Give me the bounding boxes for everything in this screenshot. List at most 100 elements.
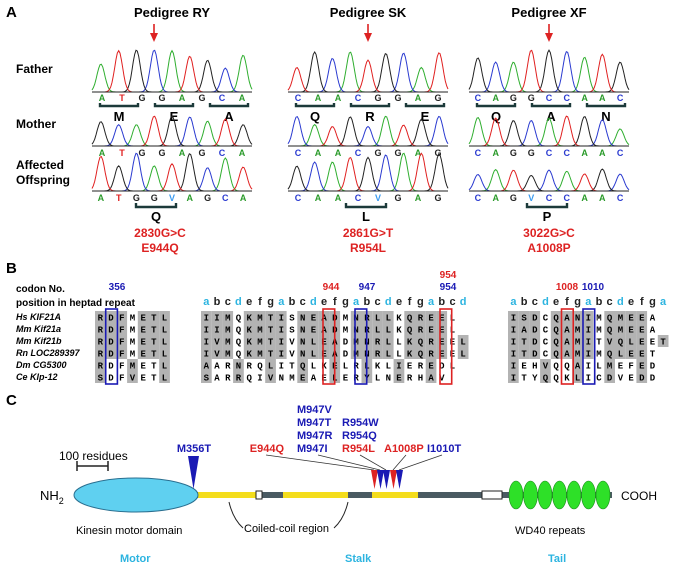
base-call: A xyxy=(99,148,106,158)
alignment-shade xyxy=(540,371,551,383)
pedigree-title: Pedigree SK xyxy=(330,5,407,20)
alignment-shade xyxy=(265,371,276,383)
residue: E xyxy=(618,362,624,372)
residue: V xyxy=(130,374,136,384)
residue: L xyxy=(618,350,623,360)
residue: Q xyxy=(236,326,242,336)
leader-line xyxy=(392,454,407,471)
residue: E xyxy=(439,350,445,360)
residue: N xyxy=(386,374,391,384)
alignment-shade xyxy=(222,335,234,347)
mutation-m947i: M947I xyxy=(297,443,328,455)
codon-bracket xyxy=(475,103,517,108)
base-call: A xyxy=(239,93,246,103)
residue: M xyxy=(130,314,135,324)
alignment-shade xyxy=(636,371,648,383)
residue: E xyxy=(140,326,146,336)
species-label: Hs KIF21A xyxy=(16,312,61,322)
alignment-shade xyxy=(657,335,669,347)
residue: A xyxy=(650,314,656,324)
pedigree-title: Pedigree XF xyxy=(511,5,586,20)
mutation-leader-lines xyxy=(265,454,443,471)
leader-line xyxy=(359,454,387,471)
wd40-repeat xyxy=(552,480,567,510)
base-call: A xyxy=(240,193,247,203)
residue: E xyxy=(439,326,445,336)
residue: D xyxy=(343,338,349,348)
base-call: G xyxy=(434,93,441,103)
amino-acid: L xyxy=(362,209,370,224)
alignment-shade xyxy=(116,311,128,323)
arrowhead-r954 xyxy=(383,470,390,489)
codon-bracket xyxy=(525,203,569,209)
alignment-shade xyxy=(529,323,541,335)
residue: R xyxy=(98,338,104,348)
residue: T xyxy=(268,350,274,360)
codon-bracket xyxy=(585,103,627,108)
alignment-shade xyxy=(604,335,615,347)
species-label: Rn LOC289397 xyxy=(16,348,81,358)
alignment-shade xyxy=(127,359,138,371)
residue: S xyxy=(289,326,295,336)
base-call: C xyxy=(564,193,571,203)
wd40-repeat xyxy=(566,480,582,510)
residue: D xyxy=(108,362,114,372)
heptad-letter: b xyxy=(214,296,221,308)
residue: E xyxy=(650,338,656,348)
alignment-shade xyxy=(159,347,170,359)
alignment-shade xyxy=(425,311,437,323)
alignment-shade xyxy=(265,359,276,371)
base-call: A xyxy=(599,93,606,103)
alignment-shade xyxy=(222,311,234,323)
base-call: V xyxy=(528,193,534,203)
residue: F xyxy=(119,374,124,384)
amino-acid: E xyxy=(170,109,179,124)
base-call: G xyxy=(374,93,381,103)
residue: N xyxy=(300,314,305,324)
base-call: C xyxy=(295,93,302,103)
coiled-coil-segment xyxy=(283,492,348,498)
alignment-shade xyxy=(572,311,583,323)
residue: Q xyxy=(236,350,242,360)
residue: E xyxy=(450,350,456,360)
residue: Q xyxy=(300,362,306,372)
alignment-shade xyxy=(415,335,426,347)
residue: A xyxy=(564,326,570,336)
heptad-letter: g xyxy=(342,296,349,308)
alignment-shade xyxy=(508,347,519,359)
alignment-shade xyxy=(550,347,562,359)
alignment-shade xyxy=(404,335,415,347)
base-call: A xyxy=(335,193,342,203)
nh2-subscript: 2 xyxy=(59,496,64,506)
chromatogram-trace xyxy=(92,49,252,93)
base-call: C xyxy=(355,193,362,203)
residue: E xyxy=(396,374,402,384)
father-label: Father xyxy=(16,62,53,76)
mutation-m947r: M947R xyxy=(297,430,333,442)
base-call: G xyxy=(394,193,401,203)
protein-schematic: NH2 COOH xyxy=(40,477,657,513)
residue: A xyxy=(564,314,570,324)
heptad-position-label: position in heptad repeat xyxy=(16,298,136,309)
residue: A xyxy=(214,362,220,372)
residue: T xyxy=(151,314,157,324)
alignment-shade xyxy=(540,359,551,371)
residue: N xyxy=(300,350,305,360)
alignment-shade xyxy=(508,311,519,323)
residue: E xyxy=(428,362,434,372)
alignment-shade xyxy=(508,335,519,347)
residue: I xyxy=(214,326,219,336)
species-labels: Hs KIF21A Mm Kif21a Mm Kif21b Rn LOC2893… xyxy=(16,312,81,382)
residue: R xyxy=(407,374,413,384)
residue: I xyxy=(279,326,284,336)
amino-acid: Q xyxy=(491,109,501,124)
residue: L xyxy=(268,362,273,372)
alignment-shade xyxy=(159,335,170,347)
heptad-letter: c xyxy=(375,296,381,308)
residue: I xyxy=(511,326,516,336)
residue: E xyxy=(439,314,445,324)
chromatogram-trace xyxy=(92,153,252,192)
residue: M xyxy=(575,326,580,336)
